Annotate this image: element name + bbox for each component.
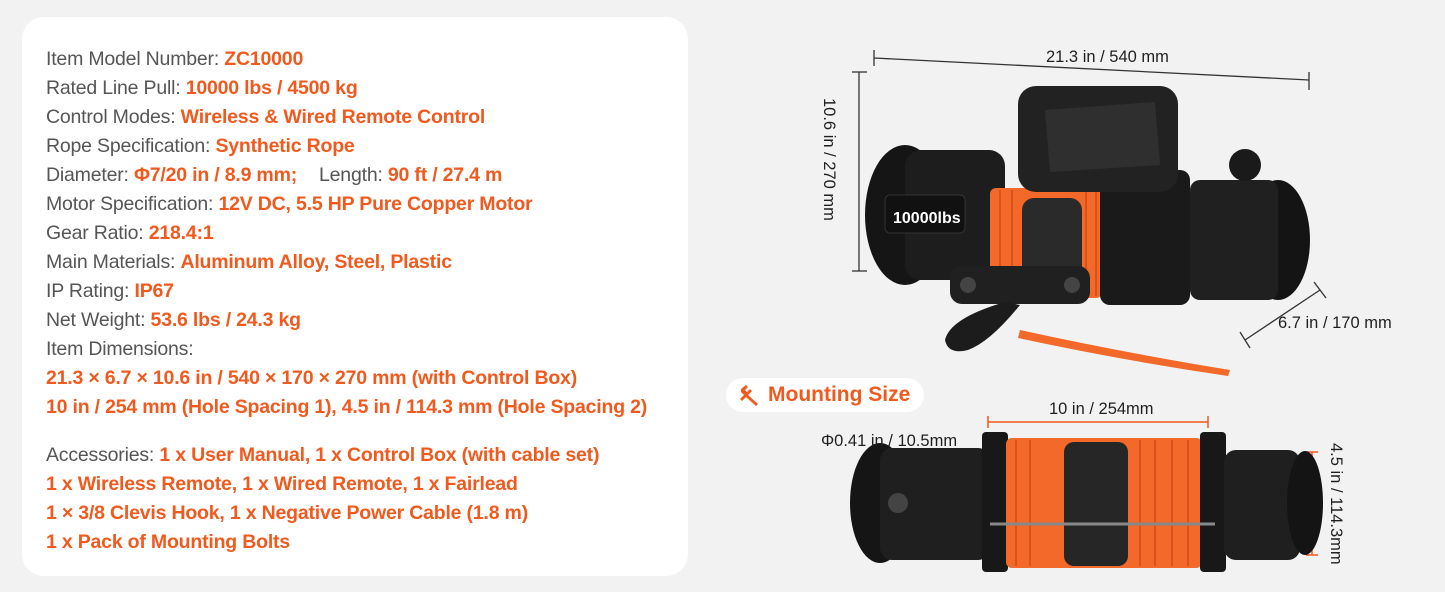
- spec-value: IP67: [134, 280, 175, 302]
- spec-dimensions-line1: 21.3 × 6.7 × 10.6 in / 540 × 170 × 270 m…: [46, 364, 678, 393]
- length-dimension-line: [873, 50, 1310, 90]
- spec-value: Wireless & Wired Remote Control: [180, 106, 486, 128]
- spec-materials: Main Materials: Aluminum Alloy, Steel, P…: [46, 248, 678, 277]
- spec-value: Φ7/20 in / 8.9 mm;: [133, 164, 298, 186]
- spec-accessories-line4: 1 x Pack of Mounting Bolts: [46, 528, 678, 557]
- spec-control-modes: Control Modes: Wireless & Wired Remote C…: [46, 103, 678, 132]
- spec-card: Item Model Number: ZC10000 Rated Line Pu…: [22, 17, 688, 576]
- spec-value: 1 x User Manual, 1 x Control Box (with c…: [159, 444, 600, 466]
- spec-value: Synthetic Rope: [215, 135, 355, 157]
- winch-top-view: 10000lbs: [865, 86, 1310, 376]
- spec-value: 10000 lbs / 4500 kg: [185, 77, 358, 99]
- spec-line-pull: Rated Line Pull: 10000 lbs / 4500 kg: [46, 74, 678, 103]
- spec-diameter-length: Diameter: Φ7/20 in / 8.9 mm; Length: 90 f…: [46, 161, 678, 190]
- spec-net-weight: Net Weight: 53.6 lbs / 24.3 kg: [46, 306, 678, 335]
- product-panel: 10000lbs: [700, 0, 1445, 592]
- spec-label: Net Weight:: [46, 309, 151, 331]
- mounting-size-badge: Mounting Size: [726, 378, 924, 412]
- winch-bottom-view: [850, 432, 1323, 572]
- spec-value: 90 ft / 27.4 m: [387, 164, 503, 186]
- spec-value: 10 in / 254 mm (Hole Spacing 1), 4.5 in …: [46, 396, 648, 418]
- spec-list: Item Model Number: ZC10000 Rated Line Pu…: [46, 45, 678, 557]
- drum-brand-text: 10000lbs: [893, 210, 961, 227]
- length-label: 21.3 in / 540 mm: [1046, 48, 1169, 66]
- spec-accessories: Accessories: 1 x User Manual, 1 x Contro…: [46, 441, 678, 470]
- spec-value: Aluminum Alloy, Steel, Plastic: [180, 251, 452, 273]
- spec-label: Motor Specification:: [46, 193, 219, 215]
- spec-label: Gear Ratio:: [46, 222, 149, 244]
- hole-spacing-1-label: 10 in / 254mm: [1049, 400, 1154, 418]
- spec-label: IP Rating:: [46, 280, 135, 302]
- width-label: 6.7 in / 170 mm: [1278, 314, 1392, 332]
- spec-gear-ratio: Gear Ratio: 218.4:1: [46, 219, 678, 248]
- spec-dimensions-line2: 10 in / 254 mm (Hole Spacing 1), 4.5 in …: [46, 393, 678, 422]
- spec-value: 1 × 3/8 Clevis Hook, 1 x Negative Power …: [46, 502, 528, 524]
- product-illustration: 10000lbs: [850, 50, 1327, 572]
- spec-accessories-line2: 1 x Wireless Remote, 1 x Wired Remote, 1…: [46, 470, 678, 499]
- hole-spacing-2-label: 4.5 in / 114.3mm: [1327, 443, 1345, 565]
- spec-label: Diameter:: [46, 164, 134, 186]
- spec-accessories-line3: 1 × 3/8 Clevis Hook, 1 x Negative Power …: [46, 499, 678, 528]
- spec-model: Item Model Number: ZC10000: [46, 45, 678, 74]
- hole-diameter-label: Φ0.41 in / 10.5mm: [821, 432, 958, 450]
- wrench-icon: [740, 385, 758, 406]
- spec-label: Rated Line Pull:: [46, 77, 186, 99]
- width-dimension-line: [1239, 281, 1327, 349]
- mounting-size-title: Mounting Size: [768, 383, 911, 406]
- spec-value: ZC10000: [224, 48, 304, 70]
- spec-label: Control Modes:: [46, 106, 181, 128]
- spec-ip-rating: IP Rating: IP67: [46, 277, 678, 306]
- spec-value: 1 x Pack of Mounting Bolts: [46, 531, 290, 553]
- spec-label: Length:: [319, 164, 388, 186]
- spec-motor: Motor Specification: 12V DC, 5.5 HP Pure…: [46, 190, 678, 219]
- spec-value: 12V DC, 5.5 HP Pure Copper Motor: [218, 193, 533, 215]
- spec-value: 1 x Wireless Remote, 1 x Wired Remote, 1…: [46, 473, 518, 495]
- hole-spacing-1-line: [987, 416, 1209, 428]
- spec-label: Item Model Number:: [46, 48, 225, 70]
- spec-value: 21.3 × 6.7 × 10.6 in / 540 × 170 × 270 m…: [46, 367, 577, 389]
- spec-dimensions-label: Item Dimensions:: [46, 338, 194, 360]
- spec-value: 218.4:1: [148, 222, 214, 244]
- spec-label: Accessories:: [46, 444, 160, 466]
- height-label: 10.6 in / 270 mm: [820, 98, 838, 221]
- spec-rope: Rope Specification: Synthetic Rope: [46, 132, 678, 161]
- spec-value: 53.6 lbs / 24.3 kg: [150, 309, 302, 331]
- height-dimension-line: [852, 71, 867, 272]
- spec-label: Main Materials:: [46, 251, 181, 273]
- spec-label: Rope Specification:: [46, 135, 216, 157]
